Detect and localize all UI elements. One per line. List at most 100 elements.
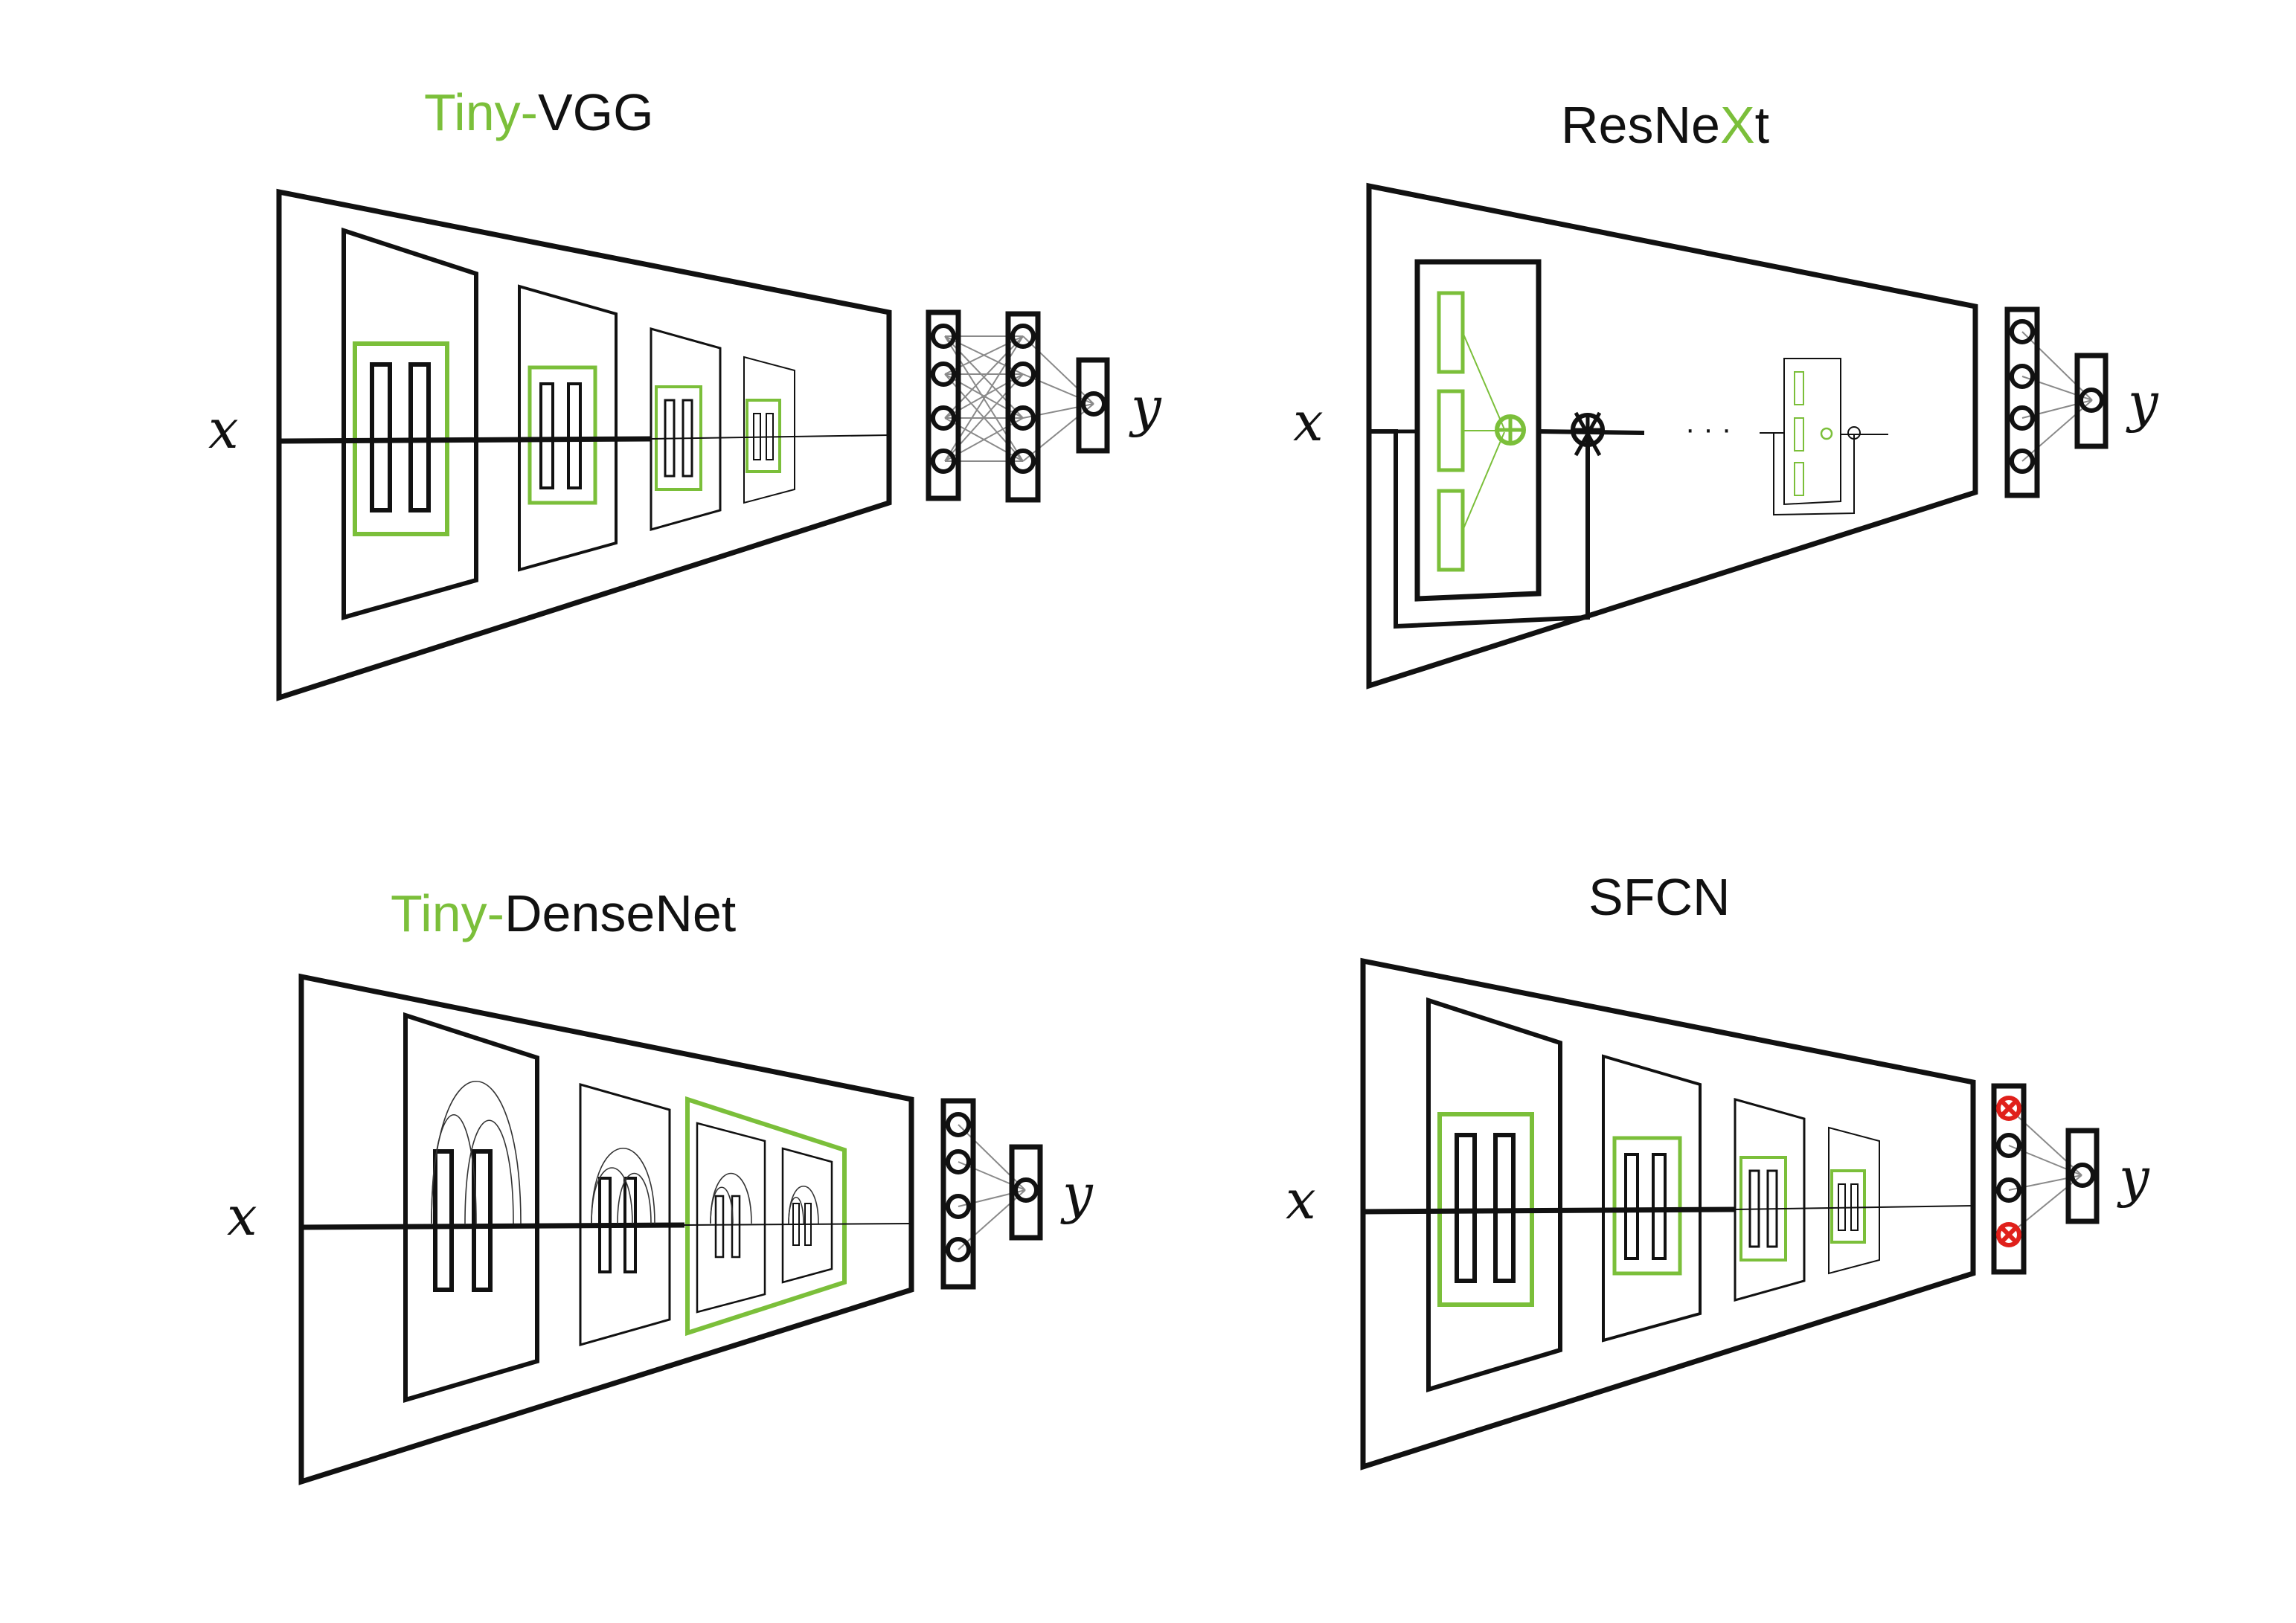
dense-skip-connections xyxy=(431,1080,819,1224)
dense-block-2 xyxy=(579,1083,671,1346)
title-b: t xyxy=(1755,96,1769,154)
small-residual-sum-icon xyxy=(1847,426,1861,440)
green-layer-4 xyxy=(1830,1169,1866,1244)
small-branch-2 xyxy=(1794,417,1804,451)
fc-connections xyxy=(2008,1108,2082,1235)
fc-layer xyxy=(1991,1083,2027,1275)
signal-path xyxy=(1362,1206,1736,1215)
conv-block-2 xyxy=(1602,1054,1702,1343)
dense-filter-2a xyxy=(598,1177,612,1273)
filter-2a xyxy=(539,382,554,489)
fc-neurons xyxy=(946,1112,971,1262)
fc-connections xyxy=(944,335,1094,462)
panel-tiny-densenet: Tiny-DenseNet xyxy=(227,884,1094,1485)
green-layer-2 xyxy=(1612,1136,1682,1276)
dense-block-1 xyxy=(403,1012,539,1404)
title-main: DenseNet xyxy=(504,884,736,942)
ellipsis: · · · xyxy=(1685,413,1731,446)
conv-block-4 xyxy=(743,356,795,504)
branch-2 xyxy=(1437,389,1465,472)
filter-1a xyxy=(370,362,392,512)
dense-filter-1a xyxy=(433,1149,454,1292)
filter-2b xyxy=(567,382,582,489)
fc-layer-1 xyxy=(926,309,961,501)
output-neuron xyxy=(2070,1163,2095,1188)
filter-1b xyxy=(1493,1133,1516,1283)
block-out xyxy=(1538,429,1645,435)
green-layer-2 xyxy=(527,365,597,505)
fc-neurons xyxy=(931,324,1036,474)
conv-block-3 xyxy=(1734,1098,1806,1302)
signal-path xyxy=(301,1222,685,1230)
filter-2a xyxy=(1624,1153,1639,1260)
fc-connections xyxy=(958,1124,1026,1250)
dense-block-4 xyxy=(781,1147,833,1284)
input-label: x xyxy=(1286,1169,1316,1231)
output-label: y xyxy=(1129,376,1162,438)
branch-3 xyxy=(1437,489,1465,572)
filter-2b xyxy=(1652,1153,1667,1260)
input-label: x xyxy=(208,398,239,460)
title-prefix: Tiny- xyxy=(391,884,504,942)
conv-block-3 xyxy=(650,327,722,531)
resnext-block xyxy=(1414,259,1542,602)
dense-filter-4a xyxy=(792,1203,800,1246)
dense-filter-3b xyxy=(731,1195,741,1259)
input-label: x xyxy=(227,1185,257,1247)
panel-resnext: ResNeXt · · · x y xyxy=(1293,96,2159,690)
dense-block-3 xyxy=(696,1122,766,1314)
filter-1a xyxy=(1455,1133,1477,1283)
network-trapezoid xyxy=(276,188,892,701)
fc-layer-2 xyxy=(1005,311,1041,503)
small-block xyxy=(1783,358,1841,506)
dense-filter-3a xyxy=(714,1195,725,1259)
dropout-icon xyxy=(1996,1096,2021,1247)
output-neuron xyxy=(1081,391,1106,417)
dense-filter-4b xyxy=(804,1203,812,1246)
dense-block-3-green xyxy=(685,1096,847,1337)
branch-1 xyxy=(1437,291,1465,374)
filter-1b xyxy=(408,362,431,512)
input-label: x xyxy=(1293,391,1324,453)
small-sum-icon xyxy=(1820,427,1833,440)
dense-filter-2b xyxy=(623,1177,637,1273)
signal-path-thin xyxy=(650,434,890,440)
dense-filter-1b xyxy=(472,1149,493,1292)
output-node xyxy=(1076,357,1110,454)
output-node xyxy=(2074,353,2109,449)
panel-sfcn: SFCN x xyxy=(1286,868,2150,1471)
output-label: y xyxy=(2126,371,2159,434)
fc-layer xyxy=(2004,306,2040,498)
signal-path-thin xyxy=(1734,1205,1974,1210)
aggregate-sum-cross xyxy=(1497,417,1524,443)
output-neuron xyxy=(1013,1177,1039,1203)
conv-block-4 xyxy=(1828,1126,1880,1275)
residual-path xyxy=(1369,429,1590,629)
small-branch-3 xyxy=(1794,462,1804,496)
network-trapezoid xyxy=(298,973,914,1485)
output-node xyxy=(1009,1144,1043,1241)
output-node xyxy=(2065,1128,2100,1224)
conv-block-2 xyxy=(518,284,618,572)
panel-tiny-vgg: Tiny-VGG x y xyxy=(208,83,1162,701)
signal-path xyxy=(278,436,652,444)
title-x: X xyxy=(1720,96,1755,154)
conv-block-1 xyxy=(1426,997,1562,1393)
output-label: y xyxy=(2117,1146,2150,1209)
title-main: VGG xyxy=(538,83,654,141)
green-layer-4 xyxy=(745,399,781,473)
output-neuron xyxy=(2079,388,2104,413)
fc-connections xyxy=(2021,331,2093,462)
output-label: y xyxy=(1060,1163,1094,1225)
fc-layer xyxy=(940,1098,976,1290)
network-trapezoid xyxy=(1366,182,1978,690)
signal-path-thin xyxy=(684,1223,912,1226)
panel-title: Tiny-DenseNet xyxy=(391,884,736,942)
panel-title: ResNeXt xyxy=(1561,96,1769,154)
title-a: ResNe xyxy=(1561,96,1720,154)
panel-title: Tiny-VGG xyxy=(424,83,654,141)
title-prefix: Tiny- xyxy=(424,83,538,141)
fc-neurons xyxy=(2010,319,2035,474)
